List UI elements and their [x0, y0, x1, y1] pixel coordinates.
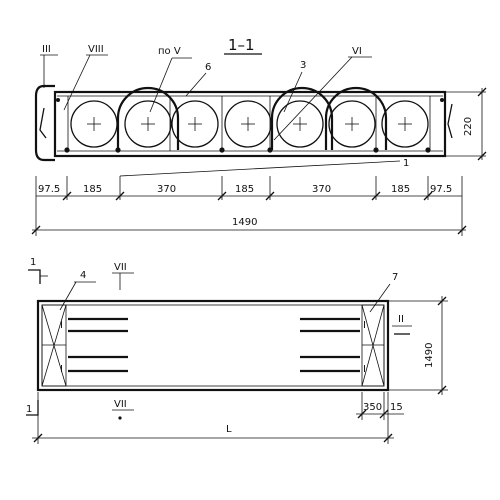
hollow-core [381, 100, 429, 148]
hollow-core [224, 100, 272, 148]
plan-view: 1 1 VII VII 4 7 I [26, 257, 448, 444]
cut-mark-top: 1 [30, 257, 36, 268]
dim-185: 185 [235, 184, 254, 195]
hollow-core [124, 100, 172, 148]
bar-mark: I [363, 320, 366, 331]
stirrup-arch [116, 86, 180, 150]
hollow-cores [70, 100, 429, 148]
length-dimension: L [32, 392, 394, 444]
right-end-bar [447, 103, 453, 139]
dim-185: 185 [391, 184, 410, 195]
section-mark-vii-bottom: VII [114, 399, 127, 410]
total-width-label: 1490 [232, 217, 257, 228]
height-dimension: 220 [445, 87, 487, 161]
dim-370: 370 [157, 184, 176, 195]
callout-vi: VI [352, 46, 362, 57]
left-end-zone [41, 304, 67, 387]
dim-97-5-left: 97.5 [38, 184, 60, 195]
total-width-dimension: 1490 [31, 217, 467, 235]
stirrup-arch [270, 86, 334, 150]
dim-97-5-right: 97.5 [430, 184, 452, 195]
plan-width-dimension: 1490 [388, 296, 448, 395]
bar-mark: I [363, 364, 366, 375]
dim-185: 185 [83, 184, 102, 195]
callout-6: 6 [205, 62, 211, 73]
slab-plan-outline [36, 299, 390, 392]
hollow-core [171, 100, 219, 148]
section-view: 1–1 [31, 36, 487, 236]
callout-po-v: по V [158, 46, 181, 57]
left-rebar-group [68, 317, 128, 373]
dim-370: 370 [312, 184, 331, 195]
callout-4: 4 [80, 270, 86, 281]
lifting-loop [34, 84, 55, 162]
section-title: 1–1 [228, 36, 255, 54]
slab-plan-inner-edge [41, 304, 385, 387]
hollow-core [276, 100, 324, 148]
segment-dimensions: 97.5 185 370 185 370 185 97.5 [35, 176, 463, 236]
length-label: L [226, 424, 232, 435]
cut-mark-bottom: 1 [26, 404, 32, 415]
plan-width-label: 1490 [424, 343, 435, 368]
callout-iii: III [42, 44, 51, 55]
bottom-rebar-dots [56, 98, 444, 153]
callout-viii: VIII [88, 44, 104, 55]
slab-section-outline [53, 90, 447, 158]
lifting-loop-bar [39, 107, 47, 139]
callout-1: 1 [403, 158, 409, 169]
right-end-zone [361, 304, 385, 387]
bar-mark: I [60, 364, 63, 375]
bar-mark: I [60, 320, 63, 331]
end-dim-350: 350 [363, 402, 382, 413]
vertical-mesh-bars [67, 96, 431, 151]
section-mark-ii: II [398, 314, 404, 325]
callout-3: 3 [300, 60, 306, 71]
end-dim-15: 15 [390, 402, 403, 413]
right-rebar-group [300, 317, 360, 373]
hollow-core [328, 100, 376, 148]
hollow-core [70, 100, 118, 148]
section-mark-vii-top: VII [114, 262, 127, 273]
end-dimensions: 350 15 [356, 392, 404, 420]
callout-7: 7 [392, 272, 398, 283]
stirrup-arch [324, 86, 388, 150]
height-dim-label: 220 [463, 117, 474, 136]
